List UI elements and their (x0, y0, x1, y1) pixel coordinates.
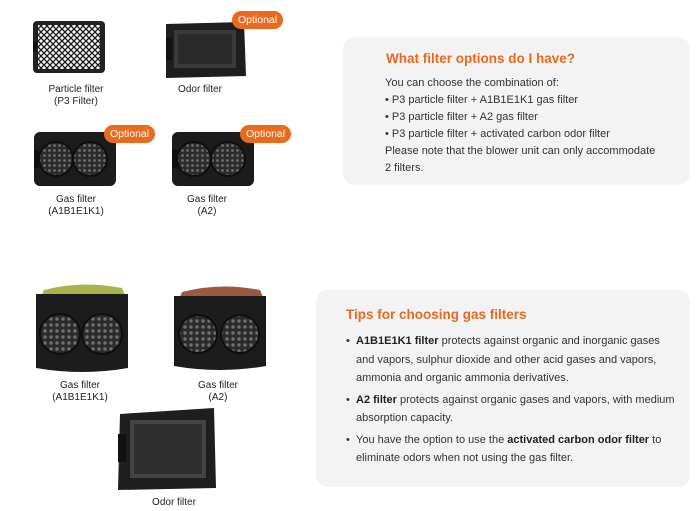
odor-filter-image (162, 20, 248, 85)
filter-options-text: You can choose the combination of: • P3 … (385, 77, 656, 174)
gas-filter-a1-large-caption: Gas filter (A1B1E1K1) (52, 380, 108, 403)
odor-optional-badge: Optional (232, 11, 284, 29)
filter-options-card: What filter options do I have? You can c… (343, 37, 690, 185)
filter-options-title: What filter options do I have? (386, 51, 575, 66)
odor-filter-large-caption: Odor filter (152, 497, 196, 508)
gas-filter-a2-caption: Gas filter (A2) (186, 194, 227, 217)
gas-filter-a2-large-image (170, 282, 270, 379)
gas-a1-optional-badge: Optional (104, 125, 156, 143)
option-bullet: • P3 particle filter + activated carbon … (385, 128, 610, 140)
particle-filter-image (32, 20, 106, 79)
tip-item-a2: A2 filter protects against organic gases… (346, 391, 676, 428)
gas-filter-tips-card: Tips for choosing gas filters A1B1E1K1 f… (316, 290, 690, 487)
odor-filter-large-image (112, 404, 222, 499)
gas-filter-a2-large-caption: Gas filter (A2) (197, 380, 238, 403)
gas-filter-a1-image (32, 128, 118, 195)
odor-filter-caption: Odor filter (178, 84, 222, 95)
tip-item-odor: You have the option to use the activated… (346, 431, 676, 468)
option-bullet: • P3 particle filter + A2 gas filter (385, 111, 538, 123)
gas-filter-a1-caption: Gas filter (A1B1E1K1) (48, 194, 104, 217)
tips-list: A1B1E1K1 filter protects against organic… (346, 332, 676, 471)
option-bullet: • P3 particle filter + A1B1E1K1 gas filt… (385, 94, 579, 106)
tips-title: Tips for choosing gas filters (346, 307, 527, 322)
particle-filter-caption: Particle filter (P3 Filter) (48, 84, 104, 107)
tip-item-a1b1e1k1: A1B1E1K1 filter protects against organic… (346, 332, 676, 388)
gas-filter-a2-image (170, 128, 256, 195)
gas-a2-optional-badge: Optional (240, 125, 292, 143)
gas-filter-a1-large-image (30, 280, 134, 381)
